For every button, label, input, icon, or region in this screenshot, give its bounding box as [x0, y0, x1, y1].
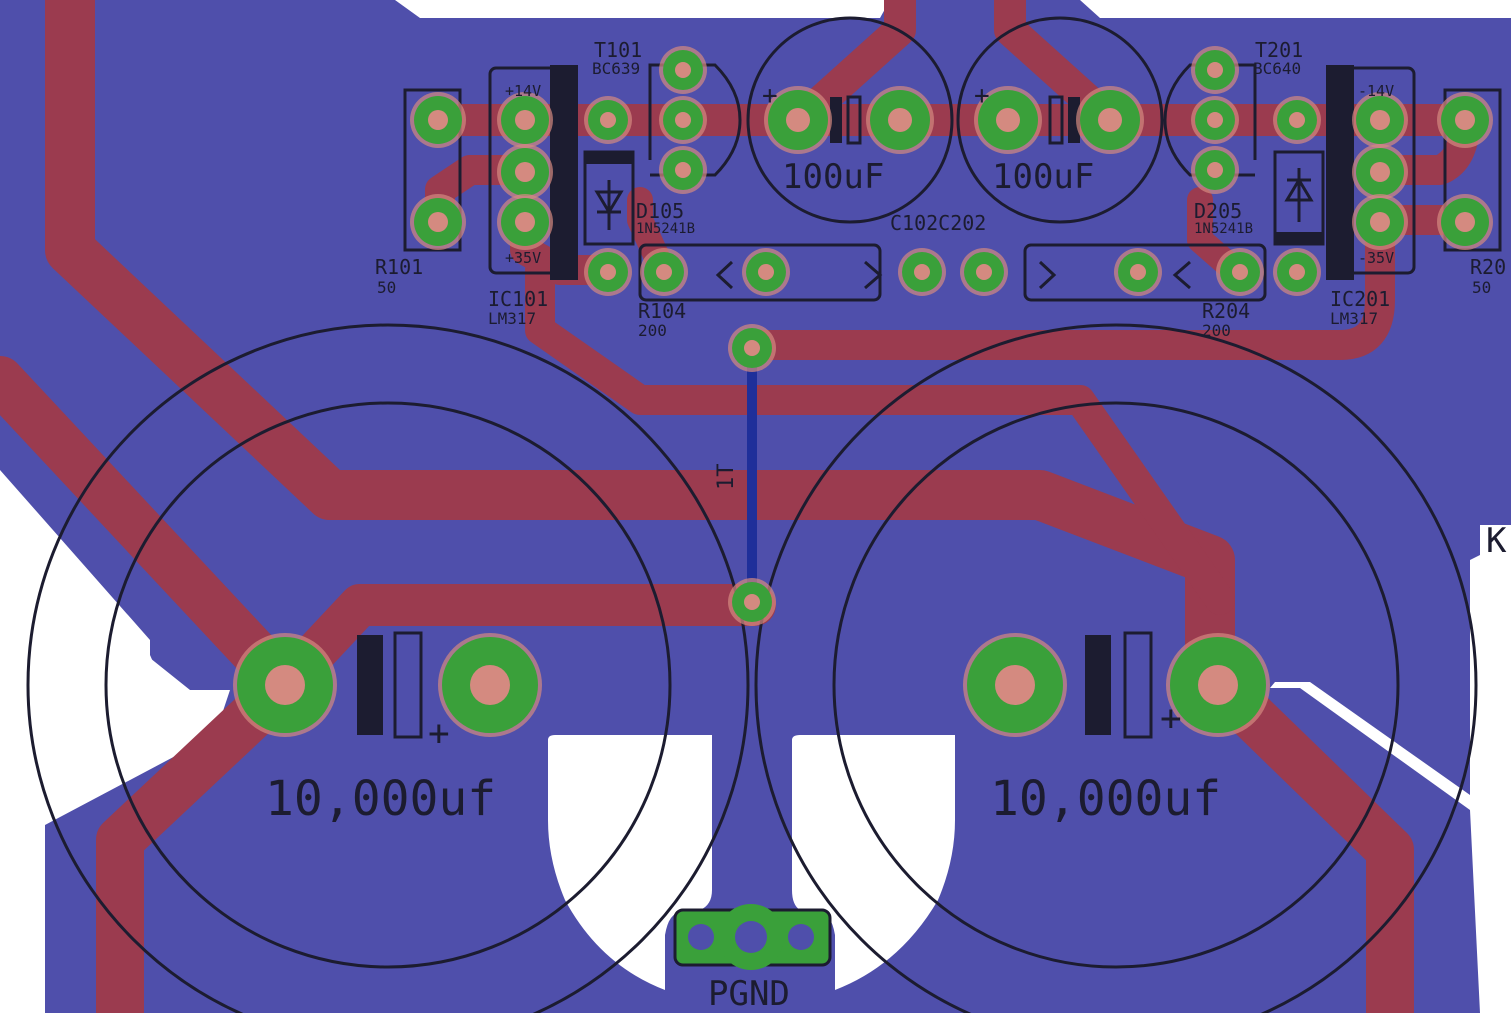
svg-text:+: +	[428, 713, 450, 754]
d105-pad-1	[584, 96, 632, 144]
t101-pad-3	[659, 146, 707, 194]
silkscreen-marks	[357, 65, 1354, 735]
r201-name: R20	[1470, 255, 1506, 279]
c-small-left-pad-2	[866, 86, 934, 154]
r101-pad-2	[410, 194, 466, 250]
pgnd-connector	[673, 904, 832, 970]
r204-name: R204	[1202, 299, 1250, 323]
ic101-plus35: +35V	[505, 249, 541, 267]
big-cap-left-pad-1	[233, 633, 337, 737]
cap-polarity-bars	[393, 95, 1153, 739]
silkscreen-text: T101 BC639 T201 BC640 +14V +35V -14V -35…	[265, 38, 1507, 1013]
big-cap-right-pad-1	[963, 633, 1067, 737]
c202-pad	[960, 248, 1008, 296]
t201-pad-2	[1191, 96, 1239, 144]
ic201-value: LM317	[1330, 309, 1378, 328]
r201-pad-2	[1437, 194, 1493, 250]
diode-symbols	[594, 168, 1314, 290]
ic101-pad-3	[497, 194, 553, 250]
edge-k-label: K	[1486, 521, 1507, 561]
r104-name: R104	[638, 299, 686, 323]
c-small-left-value: 100uF	[782, 157, 884, 197]
d205-pad-2	[1273, 248, 1321, 296]
ic201-minus14: -14V	[1358, 82, 1394, 100]
r204-pad-1	[1114, 248, 1162, 296]
d105-name: D105	[636, 199, 684, 223]
c102-pad	[898, 248, 946, 296]
ic101-plus14: +14V	[505, 82, 541, 100]
t201-pad-1	[1191, 46, 1239, 94]
big-cap-right-pad-2	[1166, 633, 1270, 737]
svg-text:+: +	[974, 81, 990, 111]
pads	[233, 46, 1493, 737]
polarity-marks: + + + +	[428, 81, 1182, 754]
c-small-right-value: 100uF	[992, 157, 1094, 197]
svg-text:+: +	[1160, 698, 1182, 739]
t101-pad-2	[659, 96, 707, 144]
d105-pad-2	[584, 248, 632, 296]
pgnd-label: PGND	[708, 974, 790, 1013]
big-cap-left-pad-2	[438, 633, 542, 737]
r104-value: 200	[638, 321, 667, 340]
d105-value: 1N5241B	[636, 221, 695, 237]
t101-pad-1	[659, 46, 707, 94]
ic101-pad-1	[497, 92, 553, 148]
r204-value: 200	[1202, 321, 1231, 340]
t201-value: BC640	[1253, 59, 1301, 78]
c-small-left-pad-1	[764, 86, 832, 154]
ic101-name: IC101	[488, 287, 548, 311]
jumper-pad-top	[728, 324, 776, 372]
svg-text:+: +	[762, 81, 778, 111]
c102-c202-names: C102C202	[890, 211, 986, 235]
r201-value: 50	[1472, 278, 1491, 297]
c-small-right-pad-1	[974, 86, 1042, 154]
r104-pad-1	[640, 248, 688, 296]
jumper-name: 1T	[714, 464, 739, 491]
ic201-name: IC201	[1330, 287, 1390, 311]
jumper-pad-bottom	[728, 578, 776, 626]
r204-pad-2	[1216, 248, 1264, 296]
ic101-value: LM317	[488, 309, 536, 328]
r101-value: 50	[377, 278, 396, 297]
c-big-right-value: 10,000uf	[990, 771, 1221, 827]
ic201-minus35: -35V	[1358, 249, 1394, 267]
r101-name: R101	[375, 255, 423, 279]
t201-pad-3	[1191, 146, 1239, 194]
t101-name: T101	[594, 38, 642, 62]
d205-value: 1N5241B	[1194, 221, 1253, 237]
t201-name: T201	[1255, 38, 1303, 62]
ic101-pad-2	[497, 144, 553, 200]
d205-pad-1	[1273, 96, 1321, 144]
r104-pad-2	[742, 248, 790, 296]
r101-pad-1	[410, 92, 466, 148]
ic201-pad-1	[1352, 92, 1408, 148]
ic201-pad-3	[1352, 194, 1408, 250]
r201-pad-1	[1437, 92, 1493, 148]
c-big-left-value: 10,000uf	[265, 771, 496, 827]
d205-name: D205	[1194, 199, 1242, 223]
c-small-right-pad-2	[1076, 86, 1144, 154]
t101-value: BC639	[592, 59, 640, 78]
silkscreen-outlines	[26, 16, 1502, 1013]
ic201-pad-2	[1352, 144, 1408, 200]
